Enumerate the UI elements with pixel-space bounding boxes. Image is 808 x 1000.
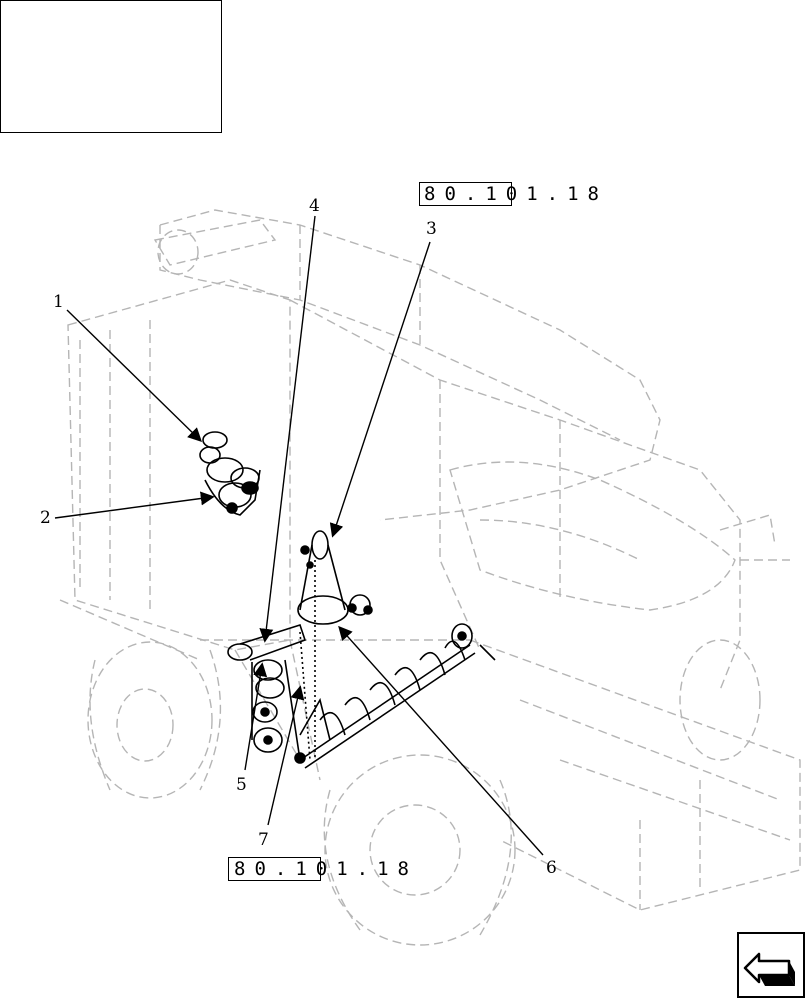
reference-top[interactable]: 80.101.18 [424, 183, 608, 205]
return-arrow-icon [743, 952, 795, 986]
upper-gearbox [199, 431, 261, 516]
leader-5 [244, 662, 268, 771]
leader-2 [54, 491, 215, 519]
return-navigation-button[interactable] [737, 932, 805, 998]
leader-4 [259, 215, 316, 643]
callout-4: 4 [309, 196, 320, 216]
auger [294, 623, 496, 769]
callout-3: 3 [426, 219, 437, 239]
callout-5: 5 [236, 775, 247, 795]
callout-2: 2 [40, 508, 51, 528]
title-block [0, 0, 222, 133]
vertical-belt-drive [297, 530, 373, 625]
callout-6: 6 [546, 858, 557, 878]
leader-1 [66, 309, 203, 442]
leader-lines [54, 215, 544, 856]
leader-7 [267, 685, 305, 826]
leader-3 [329, 241, 431, 538]
leader-6 [338, 625, 544, 856]
callout-7: 7 [258, 830, 269, 850]
callout-1: 1 [53, 292, 64, 312]
drive-parts [199, 431, 496, 769]
reference-bottom[interactable]: 80.101.18 [234, 858, 418, 880]
machine-ghost-outline [59, 209, 801, 946]
